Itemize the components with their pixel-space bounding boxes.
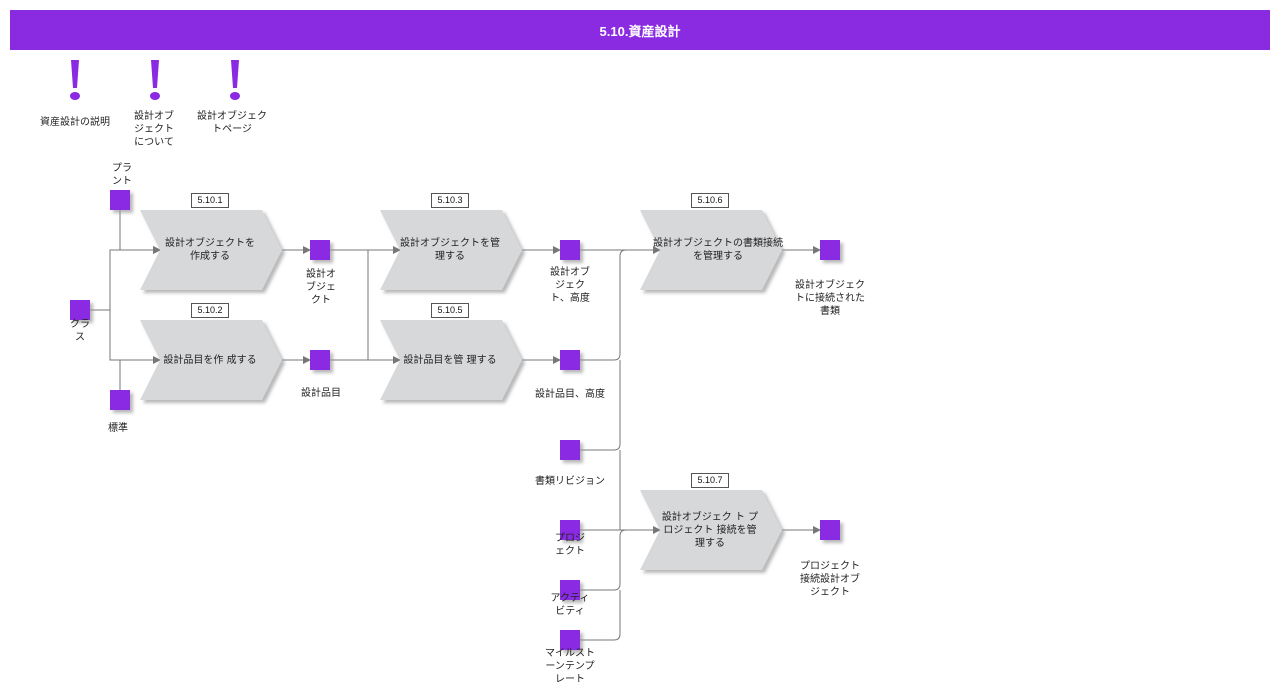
process-label: 設計オブジェクトの書類接続を管理する [653, 238, 783, 262]
object-design-object[interactable] [310, 240, 330, 260]
process-label: 設計オブジェク ト プロジェクト 接続を管理する [661, 511, 759, 549]
diagram-title: 5.10.資産設計 [599, 23, 681, 39]
object-project[interactable] [560, 520, 580, 540]
connector-standard-to-create-item [119, 359, 160, 390]
object-standard[interactable] [110, 390, 130, 410]
process-create-design-object[interactable] [140, 210, 282, 290]
connector-item-to-manage-object [367, 249, 400, 360]
object-milestone-template[interactable] [560, 630, 580, 650]
object-label-project-connected-object: プロジェクト接続設計オブジェクト [800, 561, 860, 598]
connector-milestone-to-project-connect [580, 590, 621, 641]
connector-class-to-create-object [90, 246, 161, 311]
process-manage-design-item[interactable] [380, 320, 522, 400]
diagram-title-bar: 5.10.資産設計 [10, 10, 1270, 50]
object-plant[interactable] [110, 190, 130, 210]
object-design-object-height[interactable] [560, 240, 580, 260]
process-id-badge: 5.10.1 [191, 193, 229, 208]
object-label-design-item: 設計品目 [301, 388, 341, 399]
object-label-design-object-height: 設計オブジェクト、高度 [550, 267, 590, 304]
object-activity[interactable] [560, 580, 580, 600]
process-id-badge: 5.10.3 [431, 193, 469, 208]
connector-activity-to-project-connect [580, 529, 627, 591]
object-label-milestone-template: マイルストーンテンプレート [545, 648, 595, 685]
connectors [90, 210, 821, 641]
process-label: 設計品目を作 成する [163, 354, 257, 366]
note-label-asset-design: 資産設計の説明 [40, 117, 110, 128]
note-label-design-object-page: 設計オブジェクトページ [197, 111, 267, 135]
object-document-revision[interactable] [560, 440, 580, 460]
process-label: 設計オブジェクトを管理する [400, 238, 500, 262]
exclamation-icon[interactable] [225, 58, 245, 102]
object-label-activity: アクティビティ [550, 593, 590, 617]
object-label-standard: 標準 [108, 423, 128, 434]
process-manage-document-connections[interactable] [640, 210, 782, 290]
object-design-item[interactable] [310, 350, 330, 370]
object-label-connected-documents: 設計オブジェクトに接続された書類 [795, 280, 865, 317]
process-id-badge: 5.10.2 [191, 303, 229, 318]
process-manage-design-object[interactable] [380, 210, 522, 290]
exclamation-icon[interactable] [145, 58, 165, 102]
process-label: 設計品目を管 理する [403, 354, 497, 366]
process-id-badge: 5.10.6 [691, 193, 729, 208]
exclamation-icon[interactable] [65, 58, 85, 102]
object-design-item-height[interactable] [560, 350, 580, 370]
object-project-connected-design-object[interactable] [820, 520, 840, 540]
process-create-design-item[interactable] [140, 320, 282, 400]
process-id-badge: 5.10.5 [431, 303, 469, 318]
object-label-design-item-height: 設計品目、高度 [535, 389, 605, 400]
process-id-badge: 5.10.7 [691, 473, 729, 488]
note-label-about-design-objects: 設計オブジェクトについて [134, 111, 174, 148]
process-label: 設計オブジェクトを作成する [165, 238, 255, 262]
object-label-plant: プラント [112, 163, 132, 187]
object-label-document-revision: 書類リビジョン [535, 476, 605, 487]
connector-revision-to-docs [580, 360, 621, 451]
connector-item-height-to-docs [580, 249, 627, 361]
object-connected-documents[interactable] [820, 240, 840, 260]
process-manage-project-connections[interactable] [640, 490, 782, 570]
object-class[interactable] [70, 300, 90, 320]
object-label-class: クラス [70, 319, 90, 343]
object-label-design-object: 設計オブジェクト [306, 269, 336, 306]
object-label-project: プロジェクト [555, 533, 585, 557]
